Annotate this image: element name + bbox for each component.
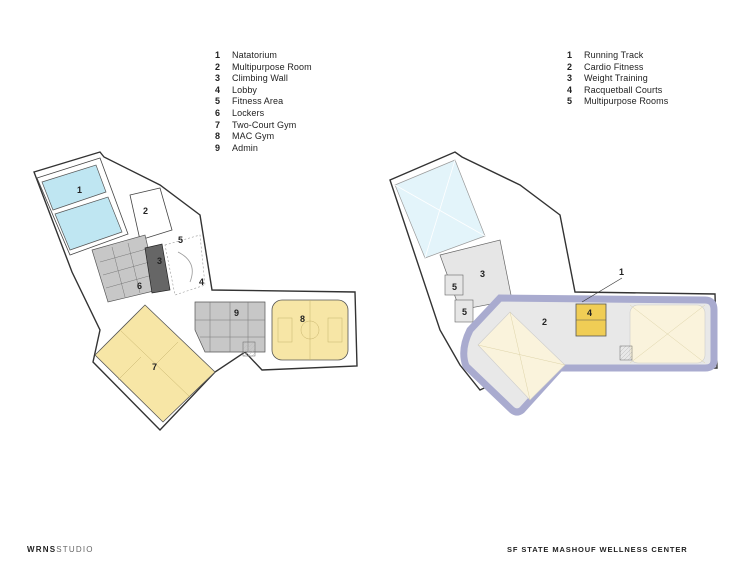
legend-label: Two-Court Gym [232,119,297,130]
room-tag: 7 [152,362,157,372]
legend-number: 3 [567,73,573,84]
legend-item: 5 Multipurpose Rooms [567,96,668,108]
brand-bold: WRNS [27,545,57,554]
legend-item: 5 Fitness Area [215,96,312,108]
legend-item: 6 Lockers [215,108,312,120]
room-tag: 4 [587,308,592,318]
legend-label: Cardio Fitness [584,61,644,72]
legend-label: Multipurpose Rooms [584,96,669,107]
lobby-area [164,234,206,296]
legend-label: Running Track [584,50,644,60]
mac-gym-lines [277,300,343,360]
ramp [177,251,193,283]
pool-lower [54,196,123,251]
legend-label: Natatorium [232,50,278,60]
legend-number: 4 [215,84,221,95]
legend-number: 6 [215,107,221,118]
firm-logo: WRNSSTUDIO [27,545,94,554]
legend-label: Multipurpose Room [232,61,312,72]
legend-label: Admin [232,142,259,153]
legend-item: 3 Weight Training [567,73,668,85]
room-tag: 2 [143,206,148,216]
room-tag: 4 [199,277,204,287]
track-leader-line [581,277,623,303]
room-tag: 6 [137,281,142,291]
legend-number: 7 [215,119,221,130]
ground-floor-plan: 1 2 3 4 5 6 7 8 9 [33,151,358,432]
legend-number: 5 [215,96,221,107]
locker-grid [99,242,157,298]
legend-item: 8 MAC Gym [215,131,312,143]
multipurpose-room [129,187,173,241]
room-tag: 9 [234,308,239,318]
room-tag: 5 [178,235,183,245]
legend-number: 9 [215,142,221,153]
legend-item: 3 Climbing Wall [215,73,312,85]
room-tag: 1 [77,185,82,195]
legend-number: 1 [567,50,573,60]
upper-stair [619,345,633,361]
legend-item: 2 Cardio Fitness [567,62,668,74]
room-tag: 3 [157,256,162,266]
room-tag: 2 [542,317,547,327]
legend-item: 1 Natatorium [215,50,312,62]
project-title: SF STATE MASHOUF WELLNESS CENTER [507,545,688,554]
upper-court-left-lines [477,311,566,401]
room-tag: 5 [462,307,467,317]
legend-item: 4 Racquetball Courts [567,85,668,97]
legend-number: 3 [215,73,221,84]
room-tag: 3 [480,269,485,279]
room-tag: 5 [452,282,457,292]
legend-item: 1 Running Track [567,50,668,62]
legend-number: 8 [215,131,221,142]
legend-item: 4 Lobby [215,85,312,97]
upper-floor-plan: 1 2 3 4 5 5 [389,151,718,416]
void-cross [394,159,486,259]
room-tag: 1 [619,267,624,277]
pool-upper [41,164,107,211]
climbing-wall [144,243,171,294]
legend-item: 9 Admin [215,143,312,155]
legend-number: 5 [567,96,573,107]
upper-floor-legend: 1 Running Track 2 Cardio Fitness 3 Weight T… [567,50,668,108]
legend-item: 7 Two-Court Gym [215,120,312,132]
legend-number: 2 [567,61,573,72]
legend-label: Fitness Area [232,96,284,107]
legend-label: MAC Gym [232,131,275,142]
legend-item: 2 Multipurpose Room [215,62,312,74]
legend-number: 1 [215,50,221,60]
upper-court-right-lines [629,304,706,364]
legend-label: Climbing Wall [232,73,288,84]
room-tag: 8 [300,314,305,324]
legend-label: Lockers [232,107,265,118]
stair [242,341,256,357]
two-court-lines [117,329,191,398]
legend-number: 4 [567,84,573,95]
ground-floor-legend: 1 Natatorium 2 Multipurpose Room 3 Climbing… [215,50,312,154]
legend-label: Lobby [232,84,258,95]
multipurpose-room-a [444,274,464,296]
legend-label: Racquetball Courts [584,84,663,95]
brand-light: STUDIO [56,545,94,554]
multipurpose-room-b [454,299,474,323]
legend-label: Weight Training [584,73,648,84]
legend-number: 2 [215,61,221,72]
